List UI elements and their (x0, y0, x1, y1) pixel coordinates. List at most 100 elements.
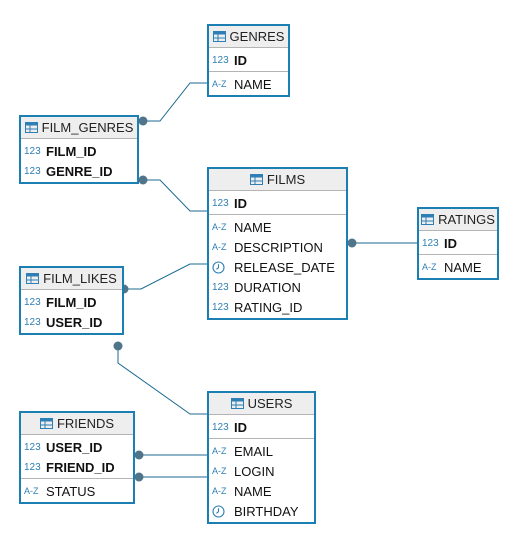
table-title: FRIENDS (56, 416, 115, 431)
relationship-line[interactable] (143, 82, 207, 122)
column-name: ID (234, 195, 247, 211)
table-icon (249, 174, 267, 185)
numeric-type-icon: 123 (24, 316, 41, 328)
table-header[interactable]: FRIENDS (21, 413, 133, 435)
table-header[interactable]: FILM_GENRES (21, 117, 137, 139)
table-title: FILMS (266, 172, 306, 187)
table-header[interactable]: FILMS (209, 169, 346, 191)
column-name: NAME (234, 483, 272, 499)
table-title: RATINGS (438, 212, 495, 227)
text-type-icon: A-Z (212, 242, 227, 252)
numeric-type-icon: 123 (24, 145, 41, 157)
numeric-type-icon: 123 (212, 421, 229, 433)
key-columns-section: 123 ID (209, 48, 288, 71)
column-name: BIRTHDAY (234, 503, 299, 519)
column-row[interactable]: 123 FILM_ID (21, 292, 122, 312)
numeric-type-icon: 123 (24, 165, 41, 177)
column-row[interactable]: A-Z DESCRIPTION (209, 237, 346, 257)
column-name: ID (234, 419, 247, 435)
text-type-icon: A-Z (24, 486, 39, 496)
numeric-type-icon: 123 (422, 237, 439, 249)
column-row[interactable]: 123 ID (209, 417, 314, 437)
table-title: USERS (247, 396, 293, 411)
column-name: NAME (444, 259, 482, 275)
column-row[interactable]: A-Z STATUS (21, 481, 133, 501)
column-name: LOGIN (234, 463, 275, 479)
relationship-line[interactable] (117, 346, 207, 415)
relationship-line[interactable] (143, 179, 207, 212)
column-name: DURATION (234, 279, 301, 295)
table-header[interactable]: FILM_LIKES (21, 268, 122, 290)
column-name: EMAIL (234, 443, 274, 459)
table-icon (212, 31, 230, 42)
column-row[interactable]: A-Z NAME (419, 257, 497, 277)
column-row[interactable]: 123 FILM_ID (21, 141, 137, 161)
column-name: USER_ID (46, 314, 103, 330)
column-name: FILM_ID (46, 143, 97, 159)
relationship-end-dot (113, 341, 123, 351)
column-name: DESCRIPTION (234, 239, 323, 255)
numeric-type-icon: 123 (212, 301, 229, 313)
key-columns-section: 123 ID (209, 415, 314, 438)
column-row[interactable]: 123 GENRE_ID (21, 161, 137, 181)
table-title: FILM_GENRES (41, 120, 134, 135)
table-header[interactable]: GENRES (209, 26, 288, 48)
text-type-icon: A-Z (212, 222, 227, 232)
relationship-end-dot (134, 450, 144, 460)
numeric-type-icon: 123 (24, 296, 41, 308)
column-row[interactable]: 123 USER_ID (21, 437, 133, 457)
column-name: NAME (234, 219, 272, 235)
relationship-end-dot (134, 472, 144, 482)
column-name: GENRE_ID (46, 163, 113, 179)
columns-section: A-Z NAME (419, 254, 497, 278)
text-type-icon: A-Z (212, 446, 227, 456)
column-row[interactable]: 123 ID (209, 50, 288, 70)
table-icon (26, 273, 43, 284)
column-row[interactable]: 123 FRIEND_ID (21, 457, 133, 477)
columns-section: A-Z STATUS (21, 478, 133, 502)
date-type-icon (212, 504, 230, 518)
numeric-type-icon: 123 (24, 441, 41, 453)
column-name: STATUS (46, 483, 96, 499)
column-row[interactable]: 123 USER_ID (21, 312, 122, 332)
table-header[interactable]: RATINGS (419, 209, 497, 231)
column-row[interactable]: RELEASE_DATE (209, 257, 346, 277)
column-name: FILM_ID (46, 294, 97, 310)
numeric-type-icon: 123 (24, 461, 41, 473)
column-row[interactable]: BIRTHDAY (209, 501, 314, 521)
text-type-icon: A-Z (212, 79, 227, 89)
column-name: USER_ID (46, 439, 103, 455)
numeric-type-icon: 123 (212, 54, 229, 66)
column-name: ID (234, 52, 247, 68)
column-row[interactable]: A-Z NAME (209, 217, 346, 237)
relationship-line[interactable] (124, 263, 207, 290)
relationship-end-dot (138, 175, 148, 185)
text-type-icon: A-Z (422, 262, 437, 272)
table-header[interactable]: USERS (209, 393, 314, 415)
column-row[interactable]: A-Z EMAIL (209, 441, 314, 461)
column-name: FRIEND_ID (46, 459, 115, 475)
